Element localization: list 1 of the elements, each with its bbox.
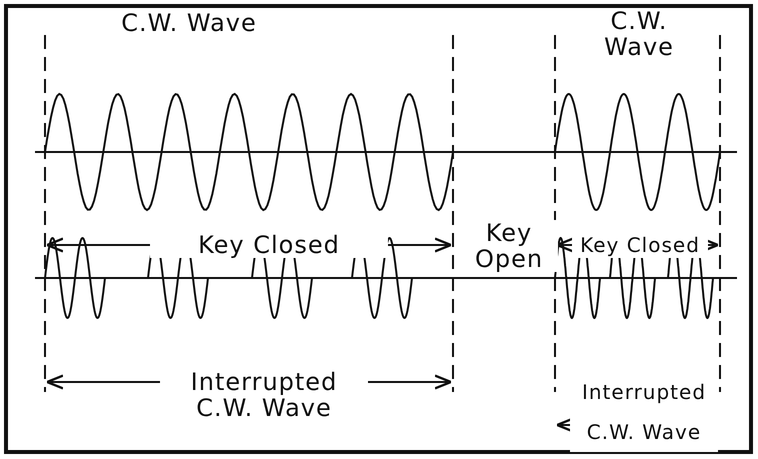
state-label: Key Closed (150, 232, 388, 258)
